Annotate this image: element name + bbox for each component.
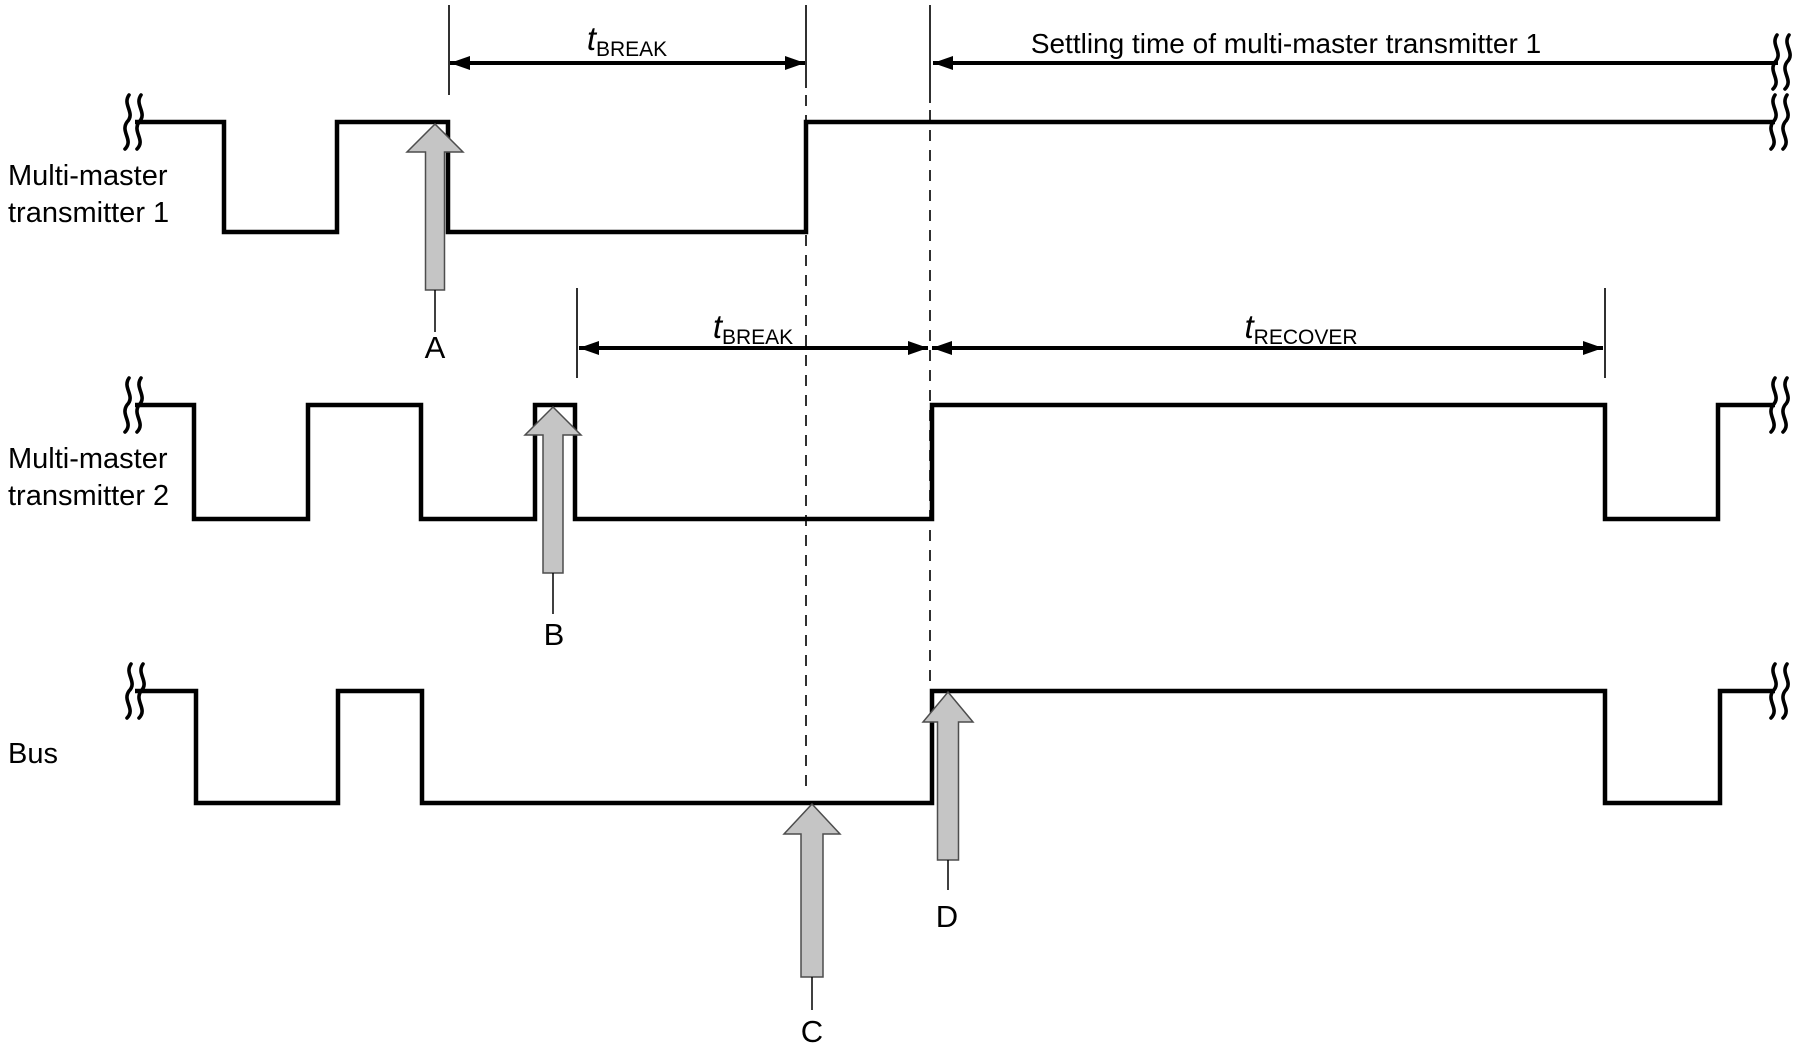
break-symbol-bus-right-stroke-1	[1769, 662, 1778, 720]
pointer-arrow-D	[921, 690, 975, 890]
waveform-multi-master-transmitter-1	[135, 119, 1775, 235]
bus-label: Bus	[8, 738, 58, 770]
pointer-arrow-B	[523, 405, 583, 614]
break-symbol-multi-master-transmitter-2-left-stroke-1	[123, 376, 132, 434]
transmitter2-label-line2: transmitter 2	[8, 480, 169, 512]
t-break-2-label: tBREAK	[713, 308, 793, 349]
signal-labels: Multi-master transmitter 1 Multi-master …	[8, 160, 169, 770]
break-symbol-bus-left-stroke-2	[137, 662, 146, 720]
t-recover-label: tRECOVER	[1244, 308, 1357, 349]
marker-letter-a: A	[425, 330, 446, 365]
transmitter1-label-line2: transmitter 1	[8, 197, 169, 229]
dimension-t-recover	[932, 341, 1603, 355]
dimension-t-break-1	[450, 56, 805, 70]
marker-letter-b: B	[544, 617, 565, 652]
t-recover-left-arrowhead	[932, 341, 952, 355]
pointer-arrow-C-shape	[782, 802, 842, 978]
break-symbol-multi-master-transmitter-1-left-stroke-2	[135, 93, 144, 151]
t-break-1-right-arrowhead	[785, 56, 805, 70]
break-symbol-bus-left-stroke-1	[125, 662, 134, 720]
marker-letter-c: C	[801, 1014, 823, 1048]
waveform-multi-master-transmitter-2	[135, 402, 1775, 522]
settling-time-left-arrowhead	[933, 56, 953, 70]
t-break-2-right-arrowhead	[908, 341, 928, 355]
marker-letters: A B C D	[425, 330, 959, 1048]
settling-time-label: Settling time of multi-master transmitte…	[1031, 28, 1541, 59]
break-symbol-multi-master-transmitter-2-right-stroke-2	[1781, 376, 1790, 434]
break-symbol-bus-left	[125, 662, 146, 720]
break-symbol-multi-master-transmitter-1-left-stroke-1	[123, 93, 132, 151]
break-symbol-settling-time-stroke-1	[1771, 33, 1780, 91]
transmitter1-label-line1: Multi-master	[8, 160, 168, 192]
break-symbol-settling-time	[1771, 33, 1792, 91]
break-symbol-multi-master-transmitter-1-right	[1769, 93, 1790, 151]
waveforms-layer	[135, 119, 1775, 806]
pointer-arrow-A	[405, 122, 465, 332]
t-break-1-left-arrowhead	[450, 56, 470, 70]
break-symbol-multi-master-transmitter-1-right-stroke-2	[1781, 93, 1790, 151]
timing-labels: tBREAK Settling time of multi-master tra…	[587, 20, 1541, 349]
t-break-2-left-arrowhead	[579, 341, 599, 355]
dimension-t-break-2	[579, 341, 928, 355]
break-symbol-bus-right-stroke-2	[1781, 662, 1790, 720]
break-symbol-multi-master-transmitter-1-right-stroke-1	[1769, 93, 1778, 151]
break-symbol-settling-time-stroke-2	[1783, 33, 1792, 91]
break-symbol-multi-master-transmitter-2-left	[123, 376, 144, 434]
break-symbol-multi-master-transmitter-2-left-stroke-2	[135, 376, 144, 434]
t-break-1-label: tBREAK	[587, 20, 667, 61]
pointer-arrow-A-shape	[405, 122, 465, 291]
break-symbol-multi-master-transmitter-2-right	[1769, 376, 1790, 434]
waveform-bus	[135, 688, 1775, 806]
pointer-arrow-C	[782, 802, 842, 1010]
dimension-arrows-layer	[450, 56, 1778, 355]
transmitter2-label-line1: Multi-master	[8, 443, 168, 475]
t-recover-right-arrowhead	[1583, 341, 1603, 355]
break-symbol-bus-right	[1769, 662, 1790, 720]
guide-lines-layer	[448, 5, 1606, 795]
break-symbol-multi-master-transmitter-1-left	[123, 93, 144, 151]
break-symbols-layer	[123, 33, 1792, 720]
marker-letter-d: D	[936, 899, 958, 934]
dimension-settling-time	[933, 56, 1778, 70]
break-symbol-multi-master-transmitter-2-right-stroke-1	[1769, 376, 1778, 434]
pointer-arrows-layer	[405, 122, 975, 1010]
